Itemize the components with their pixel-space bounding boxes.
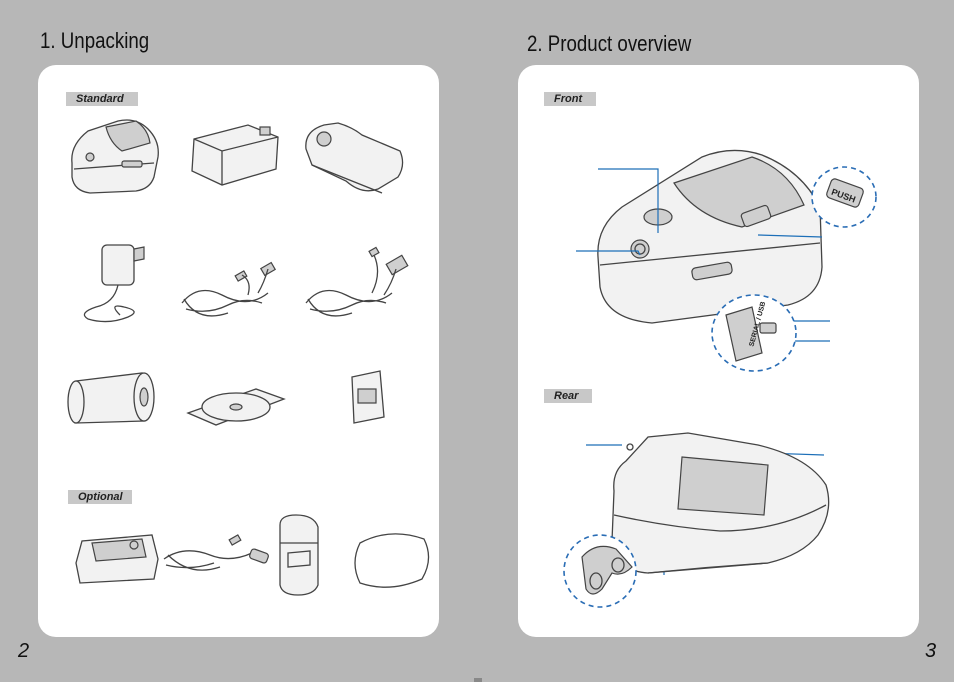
product-overview-panel: Front Rear PUSH SERIAL / USB (518, 65, 919, 637)
belt-clip-hook-detail (563, 534, 637, 608)
page-title-unpacking: 1. Unpacking (40, 28, 150, 53)
unpacking-panel: Standard Optional (38, 65, 439, 637)
paper-roll-illustration (67, 372, 155, 424)
battery-charger-illustration (75, 534, 159, 584)
cd-illustration (186, 388, 286, 426)
serial-usb-port-detail: SERIAL / USB (711, 294, 797, 372)
vehicle-charger-cable-illustration (163, 534, 269, 571)
push-button-detail: PUSH (811, 166, 877, 228)
section-tag-optional: Optional (68, 490, 132, 504)
spine-marker (474, 678, 482, 682)
usb-cable-illustration (181, 261, 277, 317)
user-manual-illustration (351, 370, 385, 424)
section-tag-front: Front (544, 92, 596, 106)
page-number-right: 3 (925, 640, 937, 662)
carrying-case-illustration (279, 514, 319, 596)
serial-cable-illustration (305, 246, 409, 317)
printer-illustration (71, 119, 159, 194)
shoulder-strap-illustration (354, 533, 430, 588)
power-adapter-illustration (83, 244, 145, 323)
page-title-product-overview: 2. Product overview (527, 31, 692, 56)
section-tag-standard: Standard (66, 92, 138, 106)
belt-clip-illustration (305, 122, 404, 194)
printer-rear-view (611, 432, 830, 574)
section-tag-rear: Rear (544, 389, 592, 403)
printer-front-view (597, 149, 823, 324)
battery-illustration (191, 124, 279, 186)
page-number-left: 2 (18, 640, 30, 662)
